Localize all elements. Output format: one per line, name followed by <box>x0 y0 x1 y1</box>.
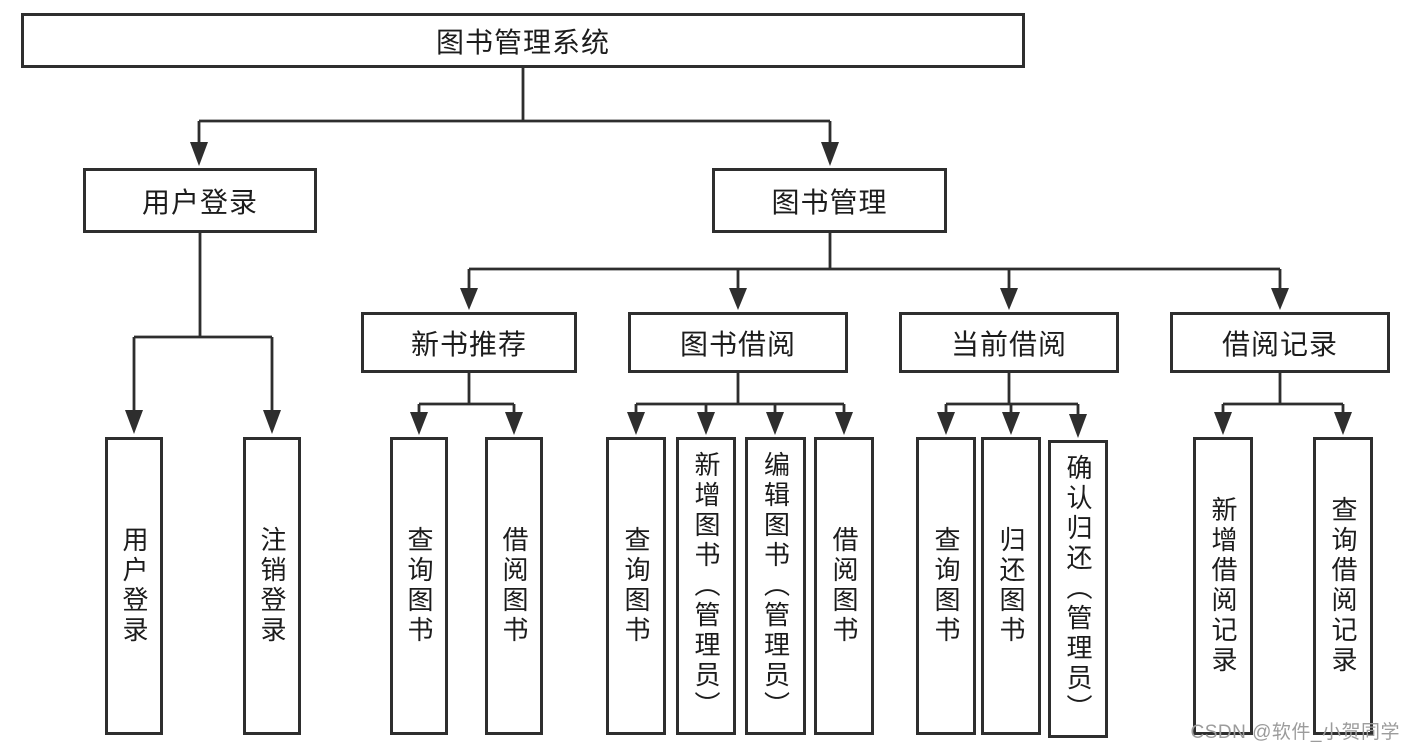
leaf-rec-borrow-book: 借阅图书 <box>485 437 543 735</box>
leaf-bb-add-book-admin: 新增图书（管理员） <box>676 437 736 735</box>
leaf-cb-return-book: 归还图书 <box>981 437 1041 735</box>
leaf-bb-edit-book-admin: 编辑图书（管理员） <box>745 437 806 735</box>
node-user-login: 用户登录 <box>83 168 317 233</box>
leaf-br-add-record: 新增借阅记录 <box>1193 437 1253 735</box>
leaf-user-login: 用户登录 <box>105 437 163 735</box>
node-borrowing-records: 借阅记录 <box>1170 312 1390 373</box>
leaf-cb-query-book: 查询图书 <box>916 437 976 735</box>
leaf-br-query-record: 查询借阅记录 <box>1313 437 1373 735</box>
node-library-system: 图书管理系统 <box>21 13 1025 68</box>
leaf-logout: 注销登录 <box>243 437 301 735</box>
csdn-watermark: CSDN @软件_小贺同学 <box>1190 722 1400 743</box>
edge-current-borrow-to-children <box>937 373 1087 438</box>
leaf-bb-query-book: 查询图书 <box>606 437 666 735</box>
node-new-book-recommend: 新书推荐 <box>361 312 577 373</box>
leaf-bb-borrow-book: 借阅图书 <box>814 437 874 735</box>
leaf-rec-query-book: 查询图书 <box>390 437 448 735</box>
edge-borrow-record-to-children <box>1214 373 1352 435</box>
edge-new-book-rec-to-children <box>410 373 523 435</box>
edge-book-mgmt-to-level3 <box>460 233 1289 310</box>
node-book-borrowing: 图书借阅 <box>628 312 848 373</box>
edge-root-to-level2 <box>190 68 839 166</box>
edge-book-borrow-to-children <box>627 373 853 435</box>
node-current-borrowing: 当前借阅 <box>899 312 1119 373</box>
leaf-cb-confirm-return-admin: 确认归还（管理员） <box>1048 440 1108 738</box>
edge-user-login-to-children <box>125 233 281 434</box>
node-book-management: 图书管理 <box>712 168 947 233</box>
